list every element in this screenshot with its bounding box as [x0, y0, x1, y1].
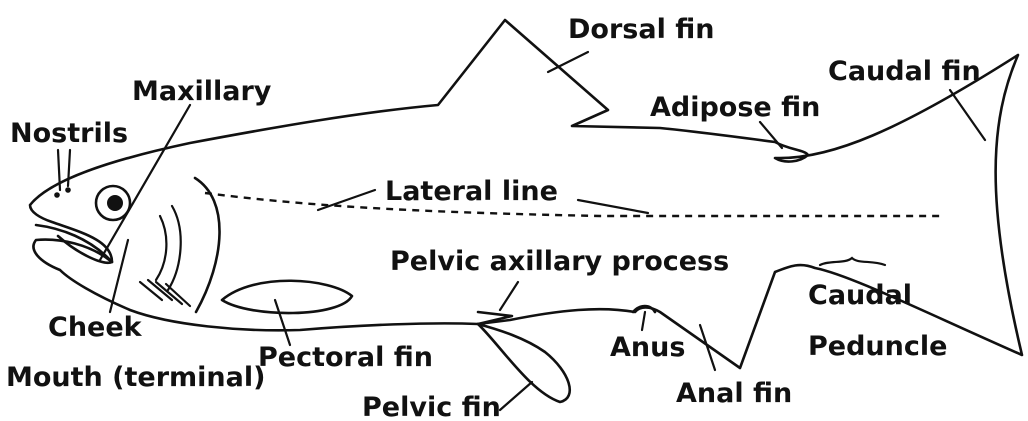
pectoral-fin: [222, 281, 352, 313]
leader-adipose-fin: [760, 122, 782, 148]
nostril-2: [65, 187, 71, 193]
gill-arch-1: [168, 206, 181, 290]
leader-nostrils: [58, 150, 70, 190]
leader-anus: [642, 312, 645, 330]
label-pectoral-fin: Pectoral fin: [258, 342, 433, 373]
leader-lateral-line-right: [578, 200, 648, 213]
label-caudal-peduncle-line1: Caudal: [808, 280, 912, 311]
gill-cover: [195, 178, 220, 312]
gill-arch-2: [156, 216, 166, 280]
label-dorsal-fin: Dorsal fin: [568, 14, 714, 45]
leader-pelvic-axillary: [500, 282, 518, 310]
label-caudal-fin: Caudal fin: [828, 56, 981, 87]
label-pelvic-axillary-process: Pelvic axillary process: [390, 246, 729, 277]
label-nostrils: Nostrils: [10, 118, 128, 149]
lateral-line: [205, 193, 940, 216]
eye-pupil: [107, 195, 123, 211]
leader-pelvic-fin: [500, 382, 532, 410]
leader-caudal-fin: [950, 90, 985, 140]
label-anal-fin: Anal fin: [676, 378, 792, 409]
label-anus: Anus: [610, 332, 685, 363]
label-pelvic-fin: Pelvic fin: [362, 392, 501, 421]
cheek-hatch: [140, 280, 190, 306]
label-lateral-line: Lateral line: [385, 176, 558, 207]
label-adipose-fin: Adipose fin: [650, 92, 820, 123]
label-caudal-peduncle-line2: Peduncle: [808, 331, 947, 362]
leader-pectoral-fin: [275, 300, 290, 345]
label-cheek: Cheek: [48, 312, 143, 343]
label-maxillary: Maxillary: [132, 76, 272, 107]
caudal-peduncle-bracket: [820, 258, 885, 265]
nostril-1: [54, 192, 60, 198]
leader-cheek: [110, 240, 128, 312]
label-mouth: Mouth (terminal): [6, 362, 265, 393]
